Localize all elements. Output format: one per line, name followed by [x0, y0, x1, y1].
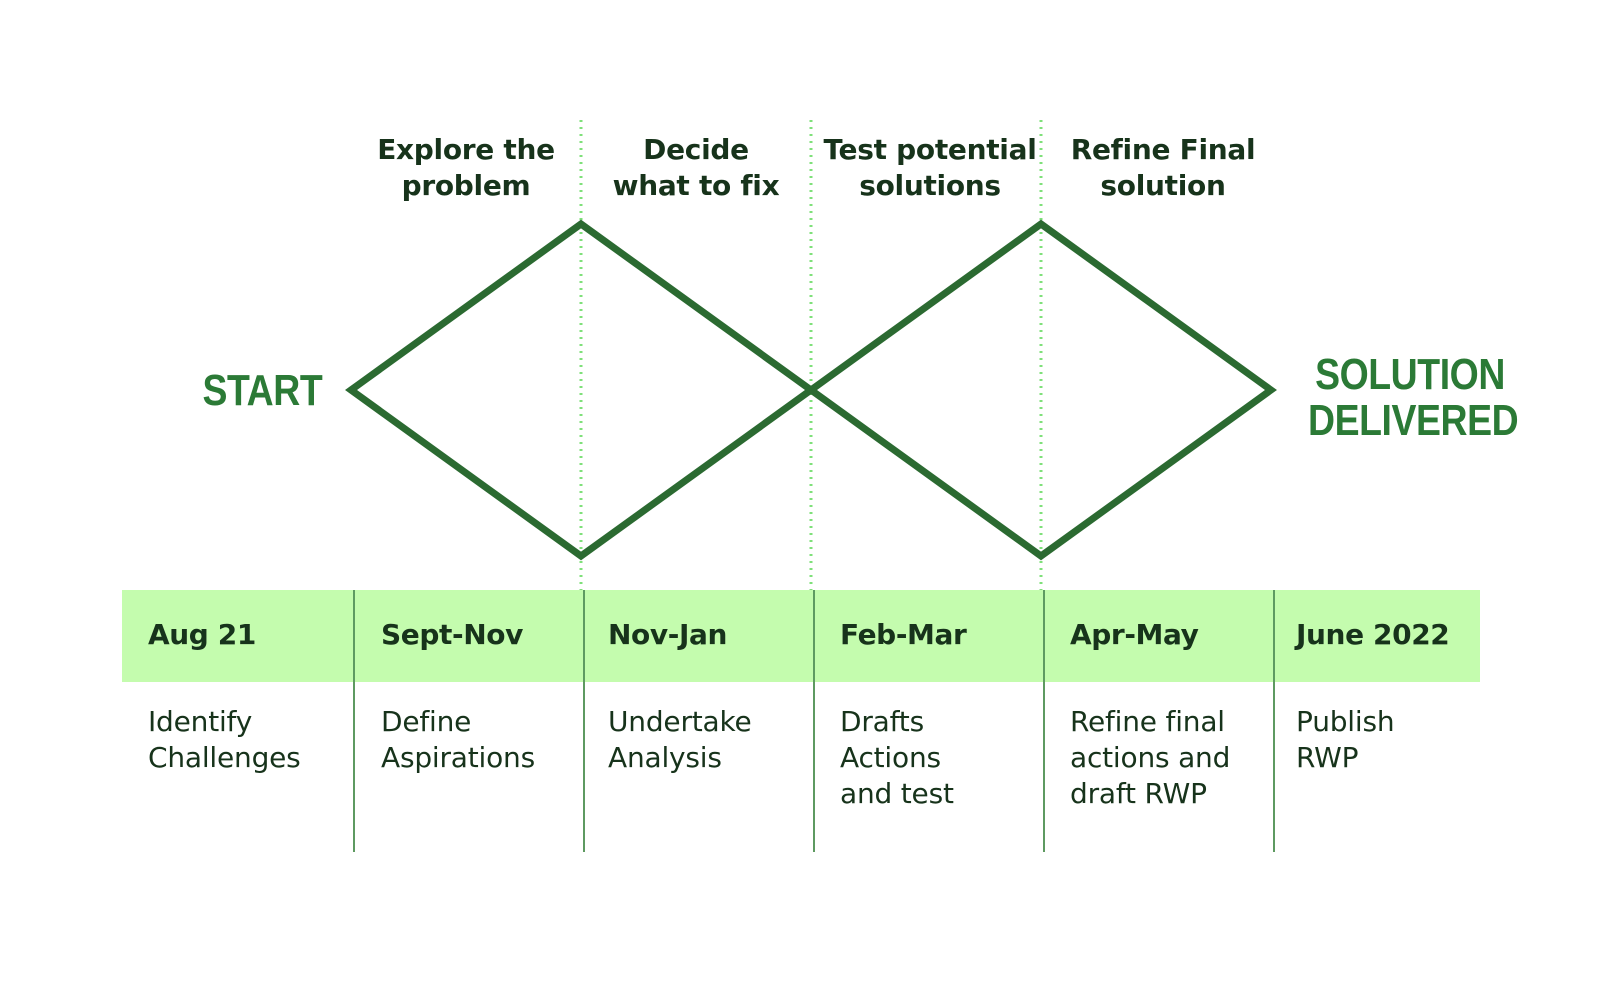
diamond-develop-deliver	[805, 219, 1277, 561]
timeline-date-1: Aug 21	[148, 618, 256, 651]
phase-label-test: Test potential solutions	[823, 133, 1037, 202]
timeline-activity-5: Refine final actions and draft RWP	[1070, 705, 1231, 810]
column-divider-3	[813, 590, 815, 852]
solution-delivered-label: SOLUTION DELIVERED	[1308, 350, 1519, 445]
timeline-date-2: Sept-Nov	[381, 618, 523, 651]
start-label: START	[202, 366, 323, 415]
column-divider-4	[1043, 590, 1045, 852]
timeline-band	[122, 590, 1480, 682]
column-divider-1	[353, 590, 355, 852]
column-divider-2	[583, 590, 585, 852]
timeline-activity-3: Undertake Analysis	[608, 705, 752, 774]
timeline-date-3: Nov-Jan	[608, 618, 727, 651]
timeline-activity-1: Identify Challenges	[148, 705, 301, 774]
timeline-activity-2: Define Aspirations	[381, 705, 535, 774]
column-divider-5	[1273, 590, 1275, 852]
timeline-date-5: Apr-May	[1070, 618, 1199, 651]
timeline-date-6: June 2022	[1296, 618, 1450, 651]
phase-label-decide: Decide what to fix	[612, 133, 780, 202]
timeline-date-4: Feb-Mar	[840, 618, 967, 651]
phase-label-explore: Explore the problem	[377, 133, 555, 202]
timeline-activity-6: Publish RWP	[1296, 705, 1395, 774]
phase-label-refine: Refine Final solution	[1070, 133, 1256, 202]
timeline-activity-4: Drafts Actions and test	[840, 705, 954, 810]
